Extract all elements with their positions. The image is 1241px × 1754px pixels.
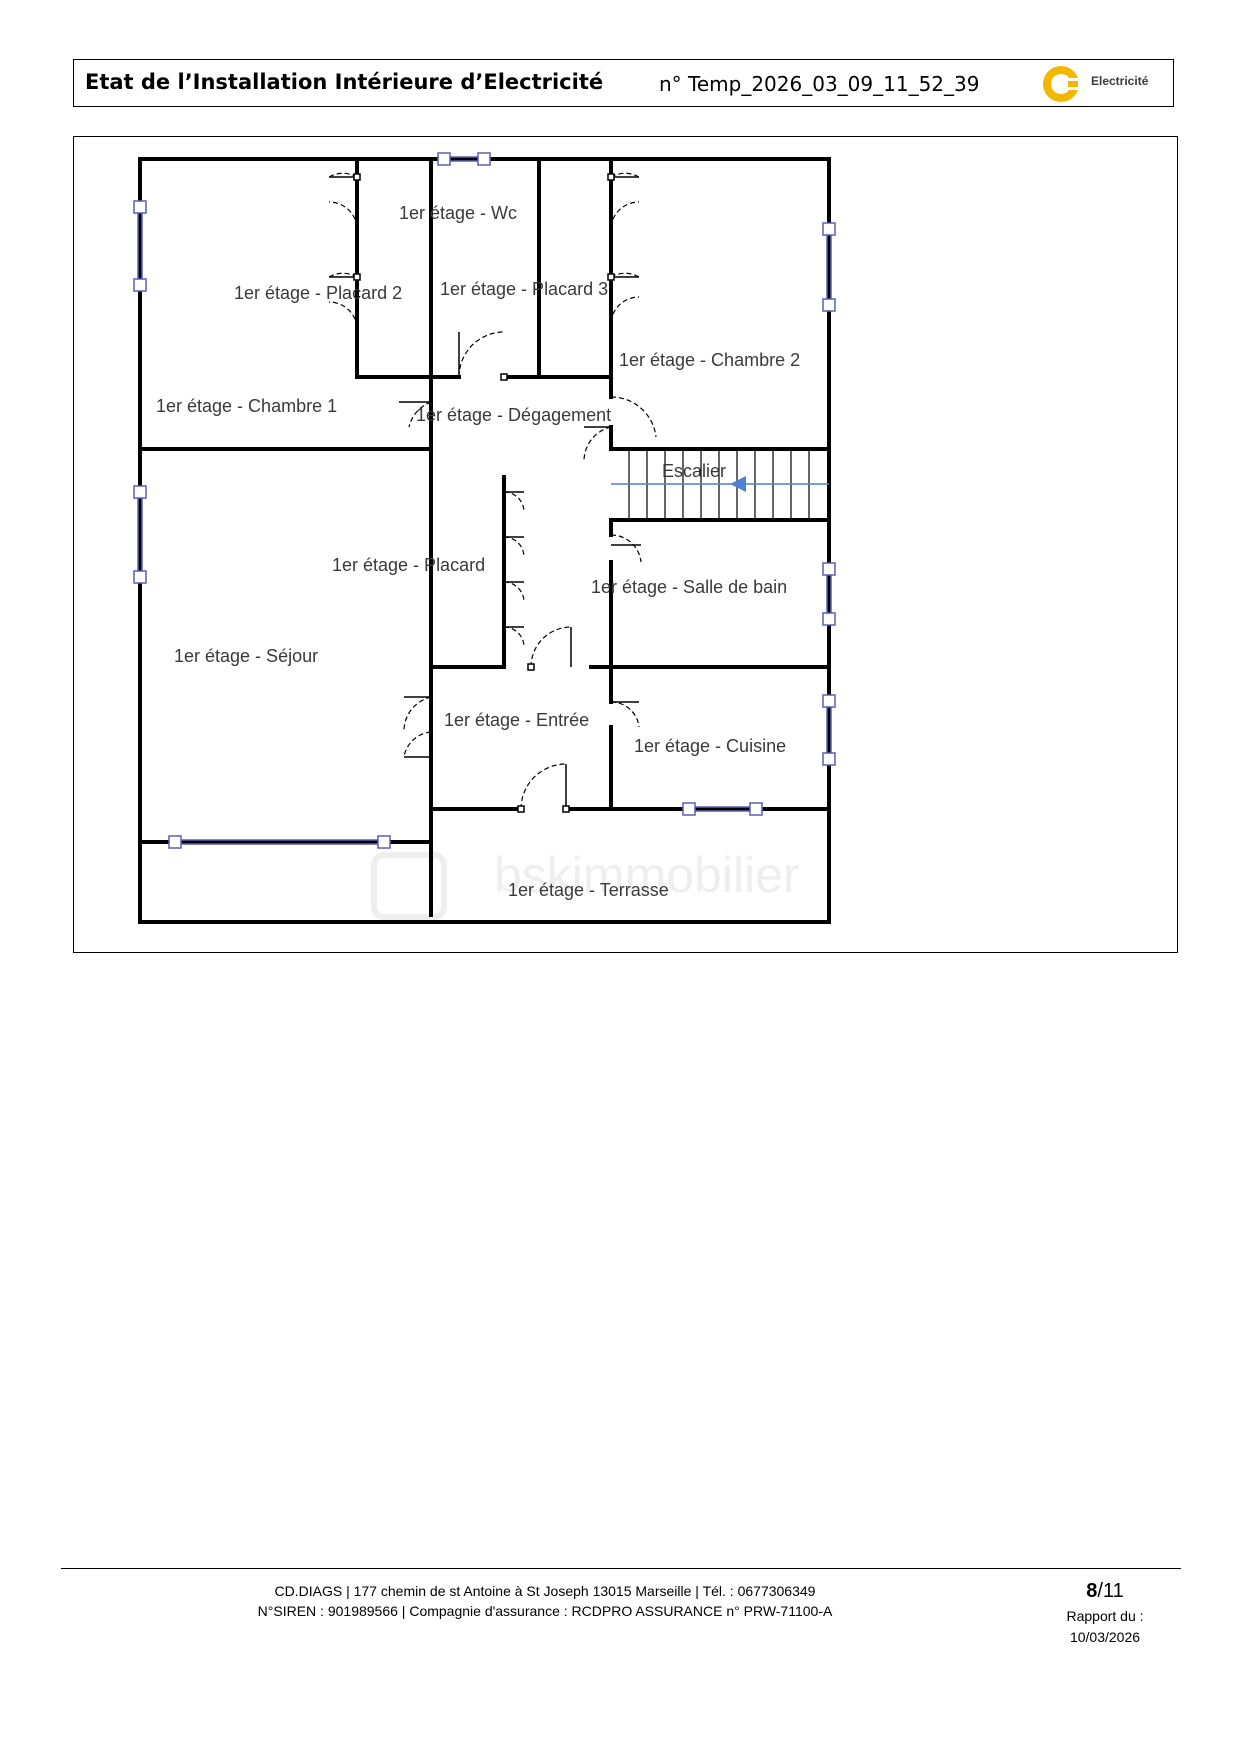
- logo-label: Electricité: [1091, 74, 1149, 88]
- floor-plan: bskimmobilier: [133, 152, 836, 924]
- floor-plan-frame: bskimmobilier: [73, 136, 1178, 953]
- document-number: n° Temp_2026_03_09_11_52_39: [659, 72, 980, 96]
- footer-divider: [61, 1568, 1181, 1569]
- room-label-degagement: 1er étage - Dégagement: [416, 405, 611, 425]
- room-label-placard: 1er étage - Placard: [332, 555, 485, 575]
- plan-watermark: bskimmobilier: [494, 847, 800, 903]
- room-label-chambre2: 1er étage - Chambre 2: [619, 350, 800, 370]
- room-label-wc: 1er étage - Wc: [399, 203, 517, 223]
- stair-arrow-icon: [730, 476, 746, 492]
- room-label-placard3: 1er étage - Placard 3: [440, 279, 608, 299]
- cd-logo-icon: [1043, 66, 1082, 102]
- footer-company-insurance: N°SIREN : 901989566 | Compagnie d'assura…: [257, 1603, 833, 1619]
- document-title: Etat de l’Installation Intérieure d’Elec…: [85, 70, 604, 94]
- page-total: /11: [1097, 1580, 1124, 1602]
- walls: [138, 157, 831, 924]
- room-label-escalier: Escalier: [662, 461, 726, 481]
- room-label-entree: 1er étage - Entrée: [444, 710, 589, 730]
- page-number: 8/11: [1050, 1580, 1160, 1603]
- windows: [133, 152, 836, 849]
- room-label-salle-de-bain: 1er étage - Salle de bain: [591, 577, 787, 597]
- room-label-chambre1: 1er étage - Chambre 1: [156, 396, 337, 416]
- room-label-placard2: 1er étage - Placard 2: [234, 283, 402, 303]
- page-current: 8: [1086, 1580, 1098, 1602]
- footer-company-address: CD.DIAGS | 177 chemin de st Antoine à St…: [274, 1583, 816, 1599]
- room-label-cuisine: 1er étage - Cuisine: [634, 736, 786, 756]
- document-header: Etat de l’Installation Intérieure d’Elec…: [73, 59, 1174, 107]
- watermark-logo: [371, 852, 447, 920]
- report-date-label: Rapport du :: [1066, 1608, 1144, 1624]
- door-leaves: [329, 173, 641, 813]
- report-date: 10/03/2026: [1069, 1629, 1141, 1645]
- room-label-terrasse: 1er étage - Terrasse: [508, 880, 669, 900]
- room-label-sejour: 1er étage - Séjour: [174, 646, 318, 666]
